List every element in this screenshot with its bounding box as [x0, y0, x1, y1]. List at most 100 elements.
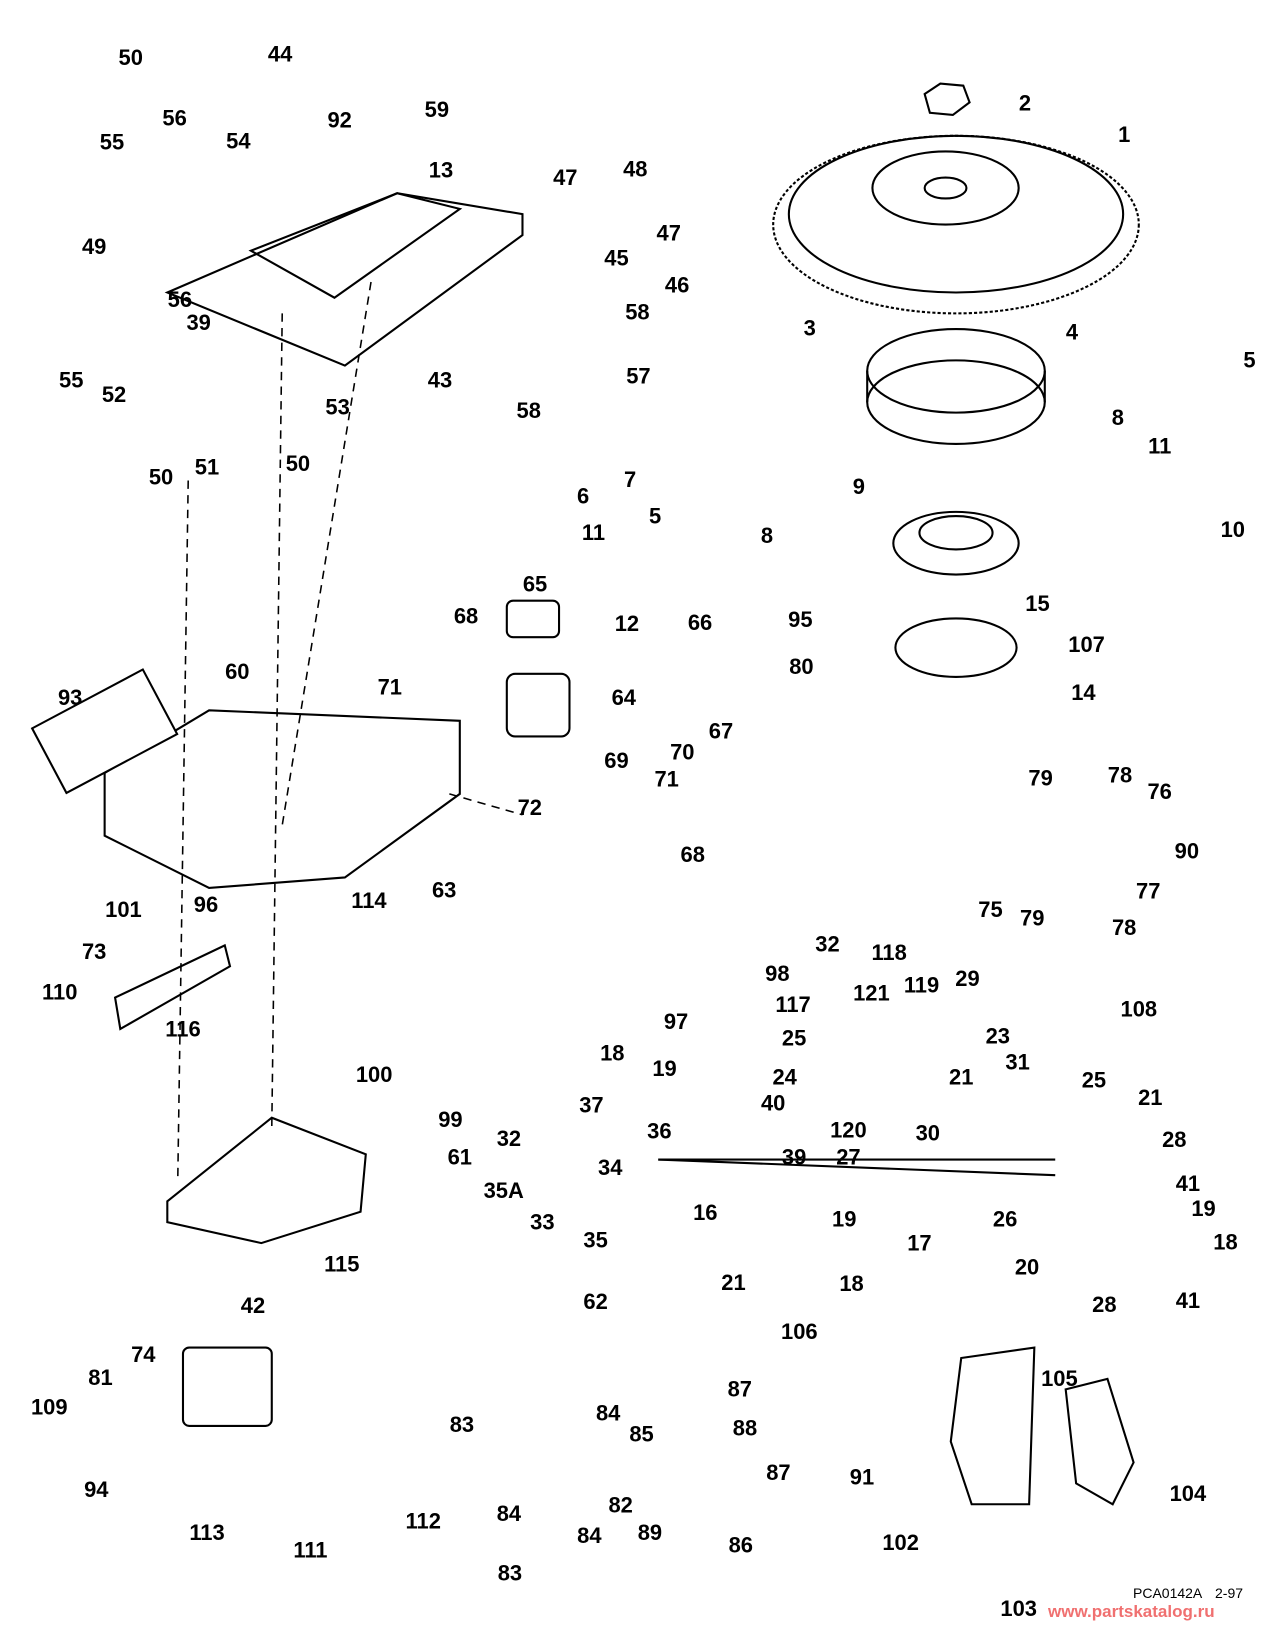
callout-19: 19 [1191, 1196, 1215, 1221]
callout-117: 117 [775, 992, 810, 1017]
callout-108: 108 [1121, 996, 1158, 1021]
callout-77: 77 [1136, 878, 1160, 903]
callout-112: 112 [406, 1508, 441, 1533]
callout-39: 39 [186, 310, 210, 335]
callout-111: 111 [293, 1538, 327, 1563]
callout-83: 83 [498, 1561, 522, 1586]
callout-47: 47 [553, 165, 577, 190]
callout-18: 18 [1213, 1229, 1237, 1254]
callout-119: 119 [904, 972, 939, 997]
callout-24: 24 [772, 1064, 797, 1089]
callout-97: 97 [664, 1009, 688, 1034]
callout-8: 8 [761, 523, 773, 548]
callout-44: 44 [268, 42, 293, 67]
callout-63: 63 [432, 877, 456, 902]
callout-7: 7 [624, 467, 636, 492]
callout-57: 57 [626, 363, 650, 388]
callout-35: 35 [583, 1227, 607, 1252]
callout-17: 17 [907, 1230, 931, 1255]
callout-95: 95 [788, 607, 812, 632]
callout-54: 54 [226, 128, 251, 153]
callout-32: 32 [497, 1126, 521, 1151]
callout-55: 55 [59, 368, 83, 393]
callout-28: 28 [1092, 1292, 1116, 1317]
flywheel [772, 134, 1140, 315]
callout-61: 61 [448, 1145, 472, 1170]
callout-60: 60 [225, 659, 249, 684]
callout-19: 19 [652, 1056, 676, 1081]
callout-25: 25 [782, 1026, 806, 1051]
callout-6: 6 [577, 484, 589, 509]
callout-71: 71 [378, 675, 402, 700]
callout-107: 107 [1068, 632, 1105, 657]
callout-87: 87 [728, 1377, 752, 1402]
callout-68: 68 [454, 604, 478, 629]
callout-76: 76 [1148, 779, 1172, 804]
callout-53: 53 [325, 395, 349, 420]
callout-79: 79 [1028, 766, 1052, 791]
callout-56: 56 [162, 105, 186, 130]
callout-81: 81 [88, 1365, 112, 1390]
callout-70: 70 [670, 739, 694, 764]
callout-8: 8 [1112, 405, 1124, 430]
callout-49: 49 [82, 234, 106, 259]
leader-dashes [176, 281, 523, 1181]
callout-74: 74 [131, 1342, 156, 1367]
callout-19: 19 [832, 1206, 856, 1231]
wiring-harness [658, 1158, 1056, 1177]
power-pack [164, 192, 524, 367]
callout-96: 96 [194, 892, 218, 917]
callout-93: 93 [58, 685, 82, 710]
callout-14: 14 [1071, 680, 1096, 705]
callout-48: 48 [623, 157, 647, 182]
callout-42: 42 [241, 1293, 265, 1318]
callout-84: 84 [596, 1401, 621, 1426]
callout-64: 64 [612, 685, 637, 710]
decal [30, 668, 179, 795]
callout-84: 84 [497, 1501, 522, 1526]
drawing-date: 2-97 [1215, 1585, 1244, 1601]
callout-23: 23 [986, 1024, 1010, 1049]
callout-58: 58 [625, 300, 649, 325]
callout-37: 37 [579, 1093, 603, 1118]
watermark: www.partskatalog.ru [1048, 1602, 1215, 1621]
callout-90: 90 [1175, 839, 1199, 864]
callout-30: 30 [916, 1121, 940, 1146]
callout-18: 18 [839, 1271, 863, 1296]
callout-94: 94 [84, 1477, 109, 1502]
callout-115: 115 [324, 1251, 359, 1276]
callout-21: 21 [1138, 1085, 1162, 1110]
callout-78: 78 [1108, 762, 1132, 787]
callout-91: 91 [850, 1464, 874, 1489]
callout-21: 21 [949, 1064, 973, 1089]
callout-113: 113 [189, 1520, 224, 1545]
flywheel-nut [923, 82, 971, 116]
callout-66: 66 [688, 610, 712, 635]
callout-73: 73 [82, 939, 106, 964]
callout-68: 68 [681, 842, 705, 867]
callout-4: 4 [1066, 319, 1079, 344]
callout-26: 26 [993, 1206, 1017, 1231]
callout-11: 11 [1148, 433, 1171, 458]
retaining-ring [894, 617, 1018, 678]
callout-45: 45 [604, 245, 628, 270]
callout-98: 98 [765, 961, 789, 986]
callout-78: 78 [1112, 915, 1136, 940]
callout-40: 40 [761, 1090, 785, 1115]
callout-10: 10 [1221, 517, 1245, 542]
callout-87: 87 [766, 1460, 790, 1485]
callout-103: 103 [1000, 1596, 1037, 1621]
callout-101: 101 [105, 897, 142, 922]
callout-104: 104 [1170, 1481, 1207, 1506]
callout-47: 47 [657, 220, 681, 245]
electrical-bracket [103, 709, 461, 889]
callout-18: 18 [600, 1040, 624, 1065]
callout-5: 5 [649, 503, 661, 528]
callout-65: 65 [523, 571, 547, 596]
callout-15: 15 [1025, 591, 1049, 616]
callout-20: 20 [1015, 1254, 1039, 1279]
callout-9: 9 [853, 474, 865, 499]
callout-58: 58 [517, 398, 541, 423]
